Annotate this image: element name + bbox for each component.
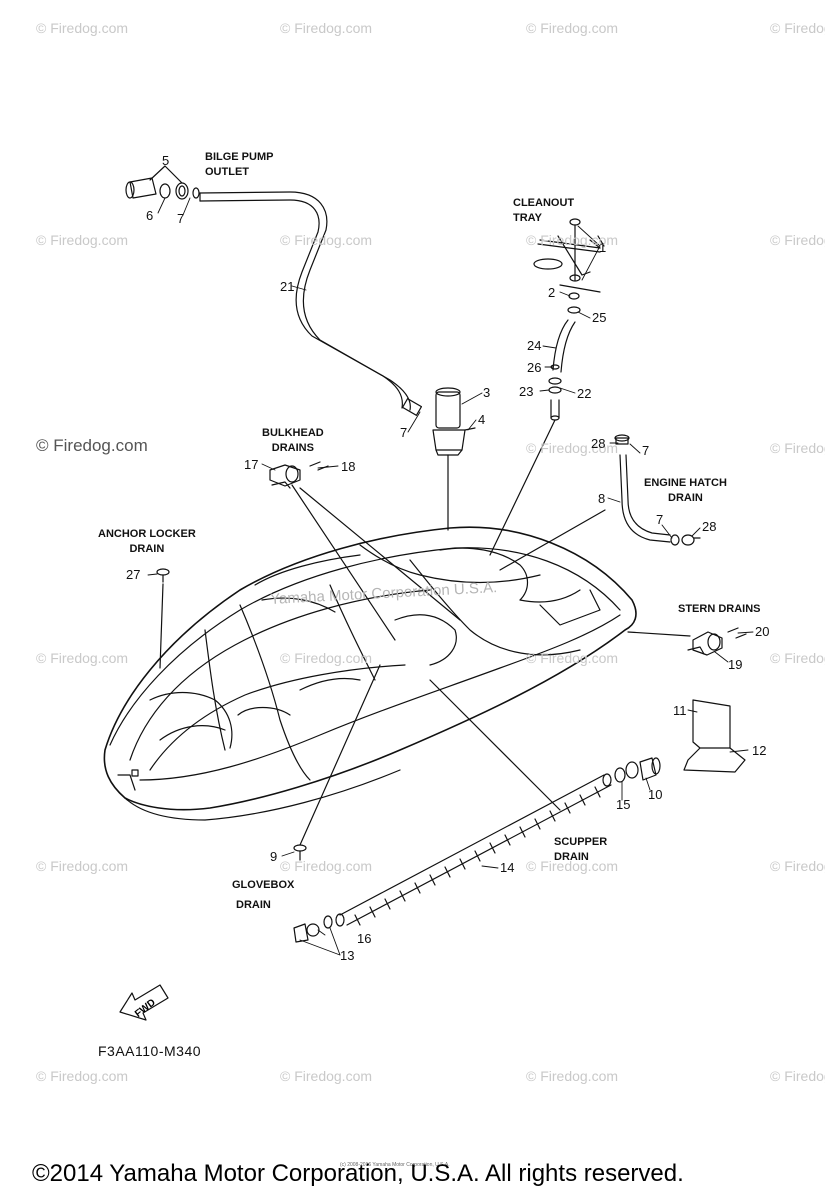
watermark: © Firedog.com bbox=[36, 20, 129, 36]
callout: 7 bbox=[642, 443, 650, 458]
callout: 7 bbox=[656, 512, 664, 527]
callout: 7 bbox=[400, 425, 408, 440]
callout: 18 bbox=[341, 459, 356, 474]
callout: 23 bbox=[519, 384, 534, 399]
watermark: © Firedog.com bbox=[526, 440, 619, 456]
watermark: © Firedog.com bbox=[770, 858, 825, 874]
watermark: © Firedog.com bbox=[280, 20, 373, 36]
callout: 27 bbox=[126, 567, 141, 582]
stern-drain bbox=[627, 627, 747, 656]
callout: 5 bbox=[162, 153, 170, 168]
watermark: © Firedog.com bbox=[36, 650, 129, 666]
callout: 8 bbox=[598, 491, 606, 506]
callout: 24 bbox=[527, 338, 542, 353]
bilge-pump-outlet-hose bbox=[199, 191, 423, 416]
fwd-arrow-icon bbox=[119, 984, 169, 1021]
callout: 12 bbox=[752, 743, 767, 758]
callout: 14 bbox=[500, 860, 515, 875]
callout: 10 bbox=[648, 787, 663, 802]
glovebox-drain bbox=[293, 664, 381, 861]
watermark: © Firedog.com bbox=[526, 20, 619, 36]
leader-lines bbox=[147, 197, 754, 956]
watermark: © Firedog.com bbox=[36, 1068, 129, 1084]
watermark: © Firedog.com bbox=[280, 232, 373, 248]
watermark: © Firedog.com bbox=[280, 1068, 373, 1084]
watermark: © Firedog.com bbox=[770, 1068, 825, 1084]
bulkhead-drain bbox=[269, 461, 461, 641]
callout: 22 bbox=[577, 386, 592, 401]
callout: 19 bbox=[728, 657, 743, 672]
callout: 15 bbox=[616, 797, 631, 812]
watermark: © Firedog.com bbox=[526, 858, 619, 874]
callout: 7 bbox=[177, 211, 185, 226]
watermark: © Firedog.com bbox=[280, 650, 373, 666]
engine-hatch-drain bbox=[499, 434, 701, 571]
anchor-locker-drain bbox=[156, 568, 170, 669]
watermark: © Firedog.com bbox=[36, 858, 129, 874]
callout: 26 bbox=[527, 360, 542, 375]
callout: 21 bbox=[280, 279, 295, 294]
outlet-fitting bbox=[125, 165, 200, 200]
callout: 28 bbox=[591, 436, 606, 451]
watermark: © Firedog.com bbox=[526, 1068, 619, 1084]
watermark: © Firedog.com bbox=[280, 858, 373, 874]
boat-hull bbox=[103, 526, 637, 821]
callout: 2 bbox=[548, 285, 556, 300]
watermark: © Firedog.com bbox=[770, 232, 825, 248]
copyright-small: (c) 2008-2016 Yamaha Motor Corporation, … bbox=[340, 1162, 450, 1168]
watermark: © Firedog.com bbox=[770, 650, 825, 666]
callout: 20 bbox=[755, 624, 770, 639]
watermark-prominent: © Firedog.com bbox=[36, 436, 148, 455]
watermark: © Firedog.com bbox=[36, 232, 129, 248]
caption-stern-drains: STERN DRAINS bbox=[678, 603, 761, 615]
callout: 9 bbox=[270, 849, 278, 864]
scupper-hose bbox=[293, 679, 661, 943]
callout: 6 bbox=[146, 208, 154, 223]
callout: 1 bbox=[599, 240, 607, 255]
bilge-pump bbox=[432, 387, 476, 531]
cleanout-tray bbox=[489, 218, 605, 556]
copyright-footer: ©2014 Yamaha Motor Corporation, U.S.A. A… bbox=[32, 1160, 684, 1187]
watermark: © Firedog.com bbox=[770, 20, 825, 36]
callout: 11 bbox=[673, 703, 687, 718]
callout: 25 bbox=[592, 310, 607, 325]
watermark: © Firedog.com bbox=[770, 440, 825, 456]
callout: 28 bbox=[702, 519, 717, 534]
callout: 16 bbox=[357, 931, 372, 946]
callout: 4 bbox=[478, 412, 486, 427]
scupper-bracket bbox=[683, 699, 746, 773]
watermark: © Firedog.com bbox=[526, 650, 619, 666]
diagram-code: F3AA110-M340 bbox=[98, 1043, 202, 1059]
callout: 17 bbox=[244, 457, 259, 472]
callout: 13 bbox=[340, 948, 355, 963]
watermark: © Firedog.com bbox=[526, 232, 619, 248]
callout: 3 bbox=[483, 385, 491, 400]
